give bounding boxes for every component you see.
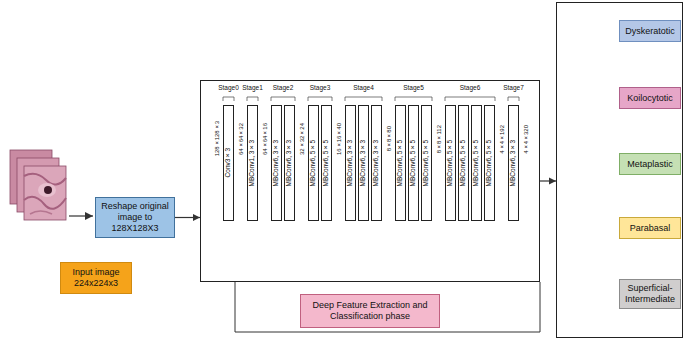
layer-name: MBConv6, 3×3 <box>347 140 354 186</box>
dimension-label: 16×16×40 <box>336 123 342 155</box>
layer-box: MBConv6, 3×3 <box>284 105 295 221</box>
node-text: Parabasal <box>630 223 671 234</box>
input-label-box: Input image 224x224x3 <box>60 262 132 294</box>
dimension-label: 64×64×16 <box>262 123 268 155</box>
layer-name: MBConv1, 3×3 <box>249 140 256 186</box>
dimension-label-box: 64×64×32 <box>236 107 245 171</box>
dimension-label: 4×4×320 <box>523 125 529 154</box>
stage-bracket <box>271 97 295 101</box>
stage-label: Stage3 <box>303 85 337 92</box>
node-text: Deep Feature Extraction and Classificati… <box>304 300 436 322</box>
layer-box: MBConv6, 3×3 <box>371 105 382 221</box>
class-label: Parabasal <box>619 217 681 239</box>
layer-name: Conv3×3 <box>225 148 232 177</box>
input-arrow <box>69 215 93 216</box>
layer-box: MBConv6, 5×5 <box>421 105 432 221</box>
layer-name: MBConv6, 3×3 <box>273 140 280 186</box>
dimension-label: 64×64×32 <box>238 123 244 155</box>
node-text: Dyskeratotic <box>625 26 675 37</box>
phase-box: Deep Feature Extraction and Classificati… <box>300 294 440 328</box>
layer-name: MBConv6, 5×5 <box>310 140 317 186</box>
node-text: Reshape original image to 128X128X3 <box>99 201 171 233</box>
stage-label: Stage0 <box>212 85 246 92</box>
layer-name: MBConv6, 3×3 <box>373 140 380 186</box>
dimension-label: 8×8×112 <box>436 125 442 153</box>
layer-name: MBConv6, 5×5 <box>410 140 417 186</box>
dimension-label: 32×32×24 <box>299 123 305 155</box>
stage-bracket <box>223 97 234 101</box>
dimension-label-box: 4×4×320 <box>521 107 530 171</box>
stage-bracket <box>445 97 495 101</box>
dimension-label-box: 4×4×192 <box>497 107 506 171</box>
layer-name: MBConv6, 3×3 <box>286 140 293 186</box>
layer-box: MBConv6, 3×3 <box>358 105 369 221</box>
layer-box: MBConv1, 3×3 <box>247 105 258 221</box>
phase-bracket <box>235 282 540 332</box>
dimension-label: 4×4×192 <box>499 125 505 154</box>
layer-box: MBConv6, 5×5 <box>408 105 419 221</box>
layer-box: MBConv6, 5×5 <box>308 105 319 221</box>
dimension-label-box: 32×32×24 <box>297 107 306 171</box>
flow-arrow <box>540 180 556 181</box>
layer-name: MBConv6, 5×5 <box>447 140 454 186</box>
layer-name: MBConv6, 5×5 <box>473 140 480 186</box>
layer-name: MBConv6, 5×5 <box>397 140 404 186</box>
stage-bracket <box>247 97 258 101</box>
network-box: Conv3×3 MBConv1, 3×3 MBConv6, 3×3 MBConv6, … <box>200 80 540 282</box>
input-image-stack <box>10 150 66 220</box>
class-label: Metaplastic <box>619 153 681 175</box>
node-text: Koilocytotic <box>627 93 673 104</box>
layer-box: Conv3×3 <box>223 105 234 221</box>
dimension-label-box: 8×8×80 <box>384 107 393 171</box>
layer-box: MBConv6, 3×3 <box>271 105 282 221</box>
stage-bracket <box>345 97 382 101</box>
flow-arrow <box>175 217 200 218</box>
stage-label: Stage2 <box>266 85 300 92</box>
layer-box: MBConv6, 5×5 <box>395 105 406 221</box>
output-panel: DyskeratoticKoilocytoticMetaplasticParab… <box>556 2 683 338</box>
layer-name: MBConv6, 3×3 <box>510 140 517 186</box>
dimension-label-box: 8×8×112 <box>434 107 443 171</box>
layer-name: MBConv6, 5×5 <box>486 140 493 186</box>
layer-box: MBConv6, 3×3 <box>508 105 519 221</box>
stage-label: Stage7 <box>497 85 531 92</box>
layer-box: MBConv6, 5×5 <box>445 105 456 221</box>
layer-name: MBConv6, 5×5 <box>323 140 330 186</box>
layer-box: MBConv6, 5×5 <box>458 105 469 221</box>
dimension-label-box: 64×64×16 <box>260 107 269 171</box>
stage-label: Stage1 <box>236 85 270 92</box>
layer-box: MBConv6, 5×5 <box>321 105 332 221</box>
dimension-label: 8×8×80 <box>386 126 392 151</box>
stage-bracket <box>508 97 519 101</box>
class-label: Koilocytotic <box>619 87 681 109</box>
node-text: Input image 224x224x3 <box>64 267 128 289</box>
stage-bracket <box>395 97 432 101</box>
class-label: Dyskeratotic <box>619 20 681 42</box>
dimension-label: 128×128×3 <box>214 121 220 156</box>
layer-name: MBConv6, 5×5 <box>423 140 430 186</box>
class-label: Superficial-Intermediate <box>619 279 681 309</box>
node-text: Superficial-Intermediate <box>623 283 677 305</box>
dimension-label-box: 128×128×3 <box>212 107 221 171</box>
node-text: Metaplastic <box>627 159 673 170</box>
layer-name: MBConv6, 5×5 <box>460 140 467 186</box>
layer-box: MBConv6, 3×3 <box>345 105 356 221</box>
stage-label: Stage5 <box>397 85 431 92</box>
dimension-label-box: 16×16×40 <box>334 107 343 171</box>
layer-box: MBConv6, 5×5 <box>484 105 495 221</box>
layer-name: MBConv6, 3×3 <box>360 140 367 186</box>
process-box: Reshape original image to 128X128X3 <box>95 197 175 238</box>
stage-label: Stage4 <box>347 85 381 92</box>
layer-box: MBConv6, 5×5 <box>471 105 482 221</box>
stage-label: Stage6 <box>453 85 487 92</box>
stage-bracket <box>308 97 332 101</box>
